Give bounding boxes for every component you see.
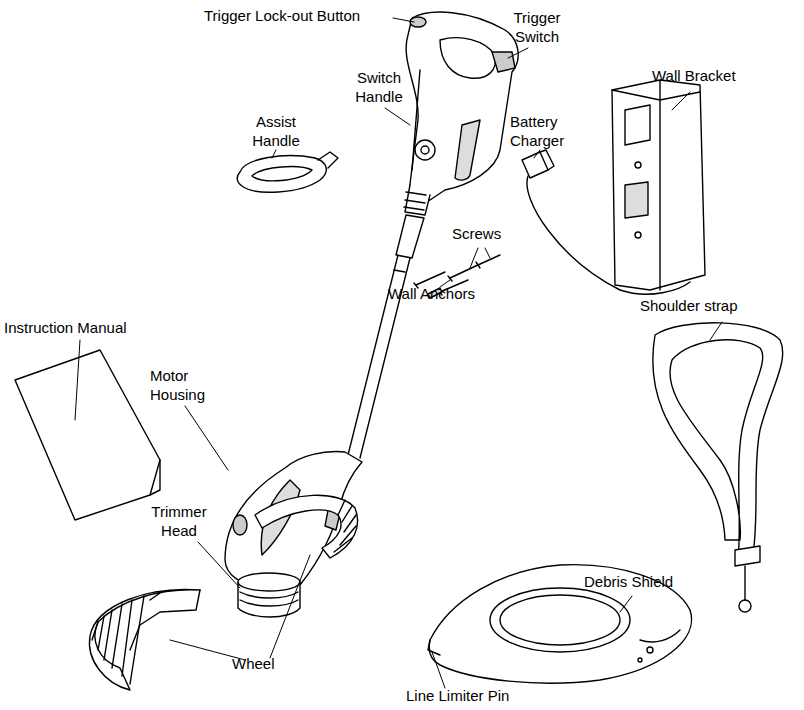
part-label: Instruction Manual	[4, 318, 164, 337]
part-label: Battery Charger	[510, 112, 582, 150]
part-label: Wheel	[232, 654, 292, 673]
motor-housing-drawing	[225, 452, 362, 585]
trimmer-head-drawing	[238, 573, 300, 617]
shaft-drawing	[348, 215, 424, 458]
part-label: Trimmer Head	[146, 502, 212, 540]
part-label: Trigger Lock-out Button	[204, 6, 404, 25]
shoulder-strap-drawing	[653, 323, 783, 612]
part-label: Switch Handle	[350, 68, 408, 106]
part-label: Wall Anchors	[388, 284, 508, 303]
part-label: Screws	[452, 224, 522, 243]
part-label: Trigger Switch	[505, 8, 569, 46]
wall-bracket-drawing	[612, 80, 705, 290]
part-label: Shoulder strap	[640, 296, 790, 315]
switch-handle-drawing	[404, 12, 518, 215]
part-label: Line Limiter Pin	[406, 686, 556, 705]
manual-drawing	[15, 350, 160, 520]
wheel-drawing	[89, 495, 357, 690]
leader-lines	[75, 18, 722, 688]
part-label: Assist Handle	[246, 112, 306, 150]
part-label: Motor Housing	[150, 366, 212, 404]
part-label: Debris Shield	[584, 572, 704, 591]
part-label: Wall Bracket	[652, 66, 762, 85]
assist-handle-drawing	[237, 152, 338, 192]
